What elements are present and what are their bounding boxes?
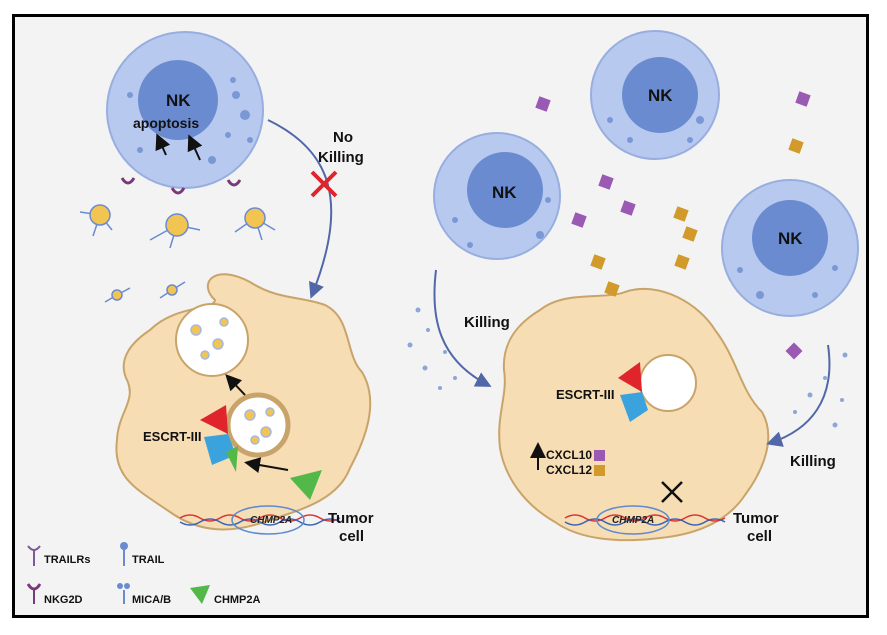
dna-left xyxy=(179,505,341,535)
tumor-label-left-2: cell xyxy=(339,528,364,545)
nk-label-right-1: NK xyxy=(492,183,517,202)
legend-chmp2a-label: CHMP2A xyxy=(214,594,261,606)
killing-label-left: Killing xyxy=(464,314,510,331)
cxcl10-label: CXCL10 xyxy=(546,448,592,462)
free-exosomes-left xyxy=(79,204,276,303)
gene-off-x-icon xyxy=(661,481,683,503)
no-killing-arrow xyxy=(267,119,333,299)
gene-label-left: CHMP2A xyxy=(250,515,292,526)
chmp2a-recruit-arrow xyxy=(244,457,289,473)
escrt-label-left: ESCRT-III xyxy=(143,429,202,444)
exosomes-in-vesicle xyxy=(190,317,275,445)
left-tumor-cell xyxy=(115,273,372,531)
nk-label-right-2: NK xyxy=(648,86,673,105)
nkg2d-legend-icon xyxy=(26,583,42,604)
tumor-label-right-1: Tumor xyxy=(733,510,779,527)
escrt-complex-right xyxy=(618,362,648,422)
dna-right xyxy=(564,505,726,535)
cxcl10-swatch xyxy=(594,450,605,461)
tumor-label-right-2: cell xyxy=(747,528,772,545)
no-killing-label-1: No xyxy=(333,129,353,146)
legend: TRAILRs TRAIL NKG2D MICA/B CHMP2A xyxy=(26,542,261,606)
legend-mica-label: MICA/B xyxy=(132,594,171,606)
legend-nkg2d-label: NKG2D xyxy=(44,594,83,606)
tumor-label-left-1: Tumor xyxy=(328,510,374,527)
mica-legend-icon xyxy=(117,583,130,604)
nk-cell-right-3: NK xyxy=(721,179,859,317)
trail-legend-icon xyxy=(120,542,128,566)
cxcl12-label: CXCL12 xyxy=(546,463,592,477)
cxcl12-molecules xyxy=(590,138,804,297)
escrt-label-right: ESCRT-III xyxy=(556,387,615,402)
killing-arrow-left xyxy=(433,269,492,387)
apoptosis-arrow-1 xyxy=(155,133,171,156)
killing-label-right: Killing xyxy=(790,453,836,470)
cxcl12-swatch xyxy=(594,465,605,476)
escrt-complex-left xyxy=(200,405,238,472)
cxcl10-molecules xyxy=(535,91,811,360)
apoptosis-arrow-2 xyxy=(187,134,203,161)
no-killing-label-2: Killing xyxy=(318,149,364,166)
nk-cell-right-2: NK xyxy=(590,30,720,160)
granules xyxy=(407,307,848,428)
nk-cell-right-1: NK xyxy=(433,132,561,260)
nk-label-left: NK xyxy=(166,91,191,110)
chmp2a-legend-icon xyxy=(190,585,210,604)
mvb-fusion-arrow xyxy=(225,374,246,396)
trailrs-legend-icon xyxy=(27,545,41,566)
nkg2d-receptors-left xyxy=(120,177,242,195)
legend-trailrs-label: TRAILRs xyxy=(44,554,90,566)
legend-trail-label: TRAIL xyxy=(132,554,165,566)
chmp2a-protein-left xyxy=(290,470,322,500)
killing-arrow-right xyxy=(766,344,831,447)
left-nk-cell: NK apoptosis xyxy=(106,31,264,189)
block-x-icon xyxy=(310,170,338,198)
gene-label-right: CHMP2A xyxy=(612,515,654,526)
nk-label-right-3: NK xyxy=(778,229,803,248)
apoptosis-label: apoptosis xyxy=(133,115,199,131)
